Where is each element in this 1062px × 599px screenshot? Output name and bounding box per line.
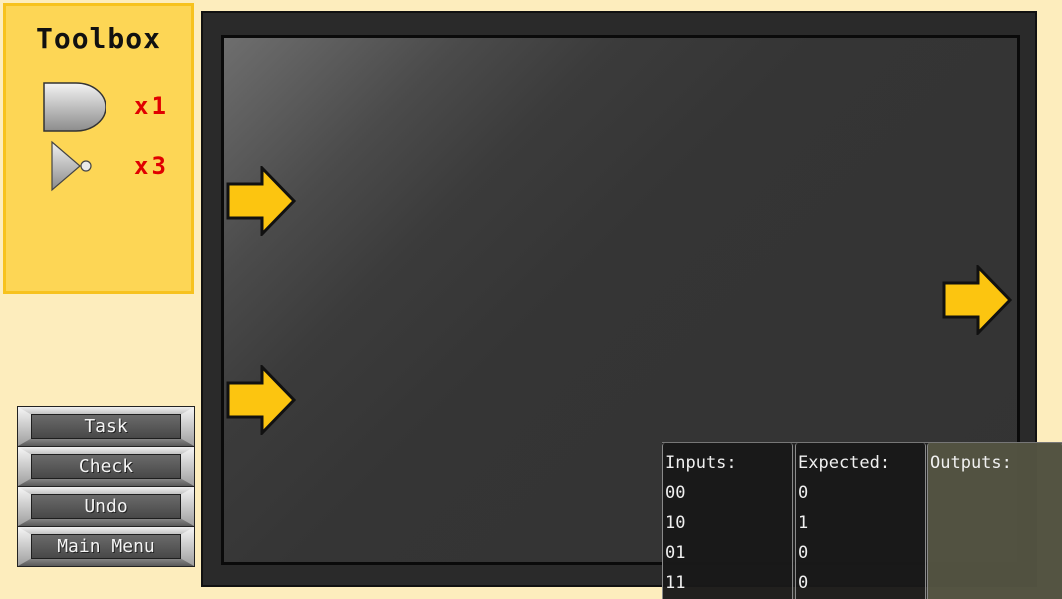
truth-col-inputs: Inputs: 00 10 01 11 (662, 443, 793, 599)
toolbox-title: Toolbox (35, 22, 161, 55)
truth-cell-expected: 0 (798, 483, 809, 503)
toolbox-item-and-gate[interactable]: x1 (6, 80, 191, 140)
truth-header-inputs: Inputs: (665, 453, 737, 473)
truth-header-expected: Expected: (798, 453, 891, 473)
task-button-label: Task (84, 416, 128, 437)
toolbox-item-not-gate[interactable]: x3 (6, 140, 191, 200)
truth-cell-input: 01 (665, 543, 686, 563)
truth-cell-input: 10 (665, 513, 686, 533)
truth-cell-expected: 1 (798, 513, 809, 533)
main-menu-button[interactable]: Main Menu (17, 526, 195, 567)
and-gate-count: x1 (134, 92, 169, 120)
check-button-label: Check (78, 456, 134, 477)
truth-cell-input: 00 (665, 483, 686, 503)
truth-cell-input: 11 (665, 573, 686, 593)
truth-cell-expected: 0 (798, 543, 809, 563)
truth-table: Inputs: 00 10 01 11 Expected: 0 1 0 0 Ou… (662, 442, 1062, 599)
check-button[interactable]: Check (17, 446, 195, 487)
output-arrow-icon[interactable] (942, 265, 1014, 335)
menu-buttons: Task Check Undo Main Menu (17, 406, 195, 567)
not-gate-icon[interactable] (36, 140, 106, 200)
truth-col-expected: Expected: 0 1 0 0 (795, 443, 926, 599)
and-gate-icon[interactable] (36, 80, 106, 140)
input-arrow-icon[interactable] (226, 365, 298, 435)
not-gate-count: x3 (134, 152, 169, 180)
toolbox-panel: Toolbox x1 x3 (3, 3, 194, 294)
main-menu-button-label: Main Menu (57, 536, 155, 557)
input-arrow-icon[interactable] (226, 166, 298, 236)
truth-cell-expected: 0 (798, 573, 809, 593)
task-button[interactable]: Task (17, 406, 195, 447)
truth-col-outputs: Outputs: (927, 443, 1062, 599)
undo-button[interactable]: Undo (17, 486, 195, 527)
undo-button-label: Undo (84, 496, 128, 517)
truth-header-outputs: Outputs: (930, 453, 1012, 473)
